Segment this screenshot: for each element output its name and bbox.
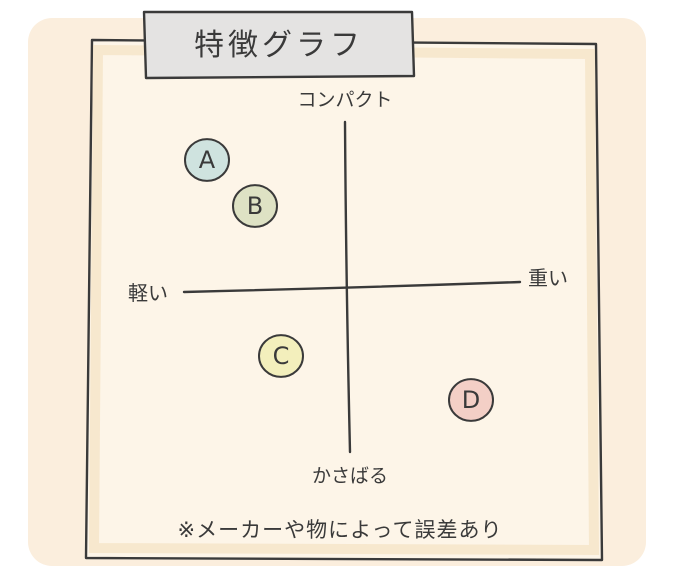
item-marker-b: B: [232, 184, 278, 228]
paper-inner-shade: [88, 44, 600, 556]
item-circle: [448, 378, 494, 422]
horizontal-axis: [182, 280, 522, 294]
item-label: B: [247, 192, 263, 220]
item-circle: [258, 334, 304, 378]
item-circle: [184, 138, 230, 182]
vertical-axis: [343, 120, 352, 454]
item-marker-c: C: [258, 334, 304, 378]
footnote: ※メーカーや物によって誤差あり: [178, 518, 503, 542]
item-label: D: [462, 386, 480, 414]
item-label: A: [199, 146, 216, 174]
axis-label-left: 軽い: [128, 281, 168, 305]
axis-label-top: コンパクト: [297, 89, 392, 111]
axis-label-right: 重い: [528, 266, 568, 290]
title-tab: 特徴グラフ: [142, 10, 416, 80]
item-marker-a: A: [184, 138, 230, 182]
item-label: C: [273, 342, 290, 370]
item-circle: [232, 184, 278, 228]
item-marker-d: D: [448, 378, 494, 422]
page-title: 特徴グラフ: [194, 28, 364, 63]
axis-label-bottom: かさばる: [312, 465, 388, 487]
items-layer: A B C D: [184, 138, 494, 422]
